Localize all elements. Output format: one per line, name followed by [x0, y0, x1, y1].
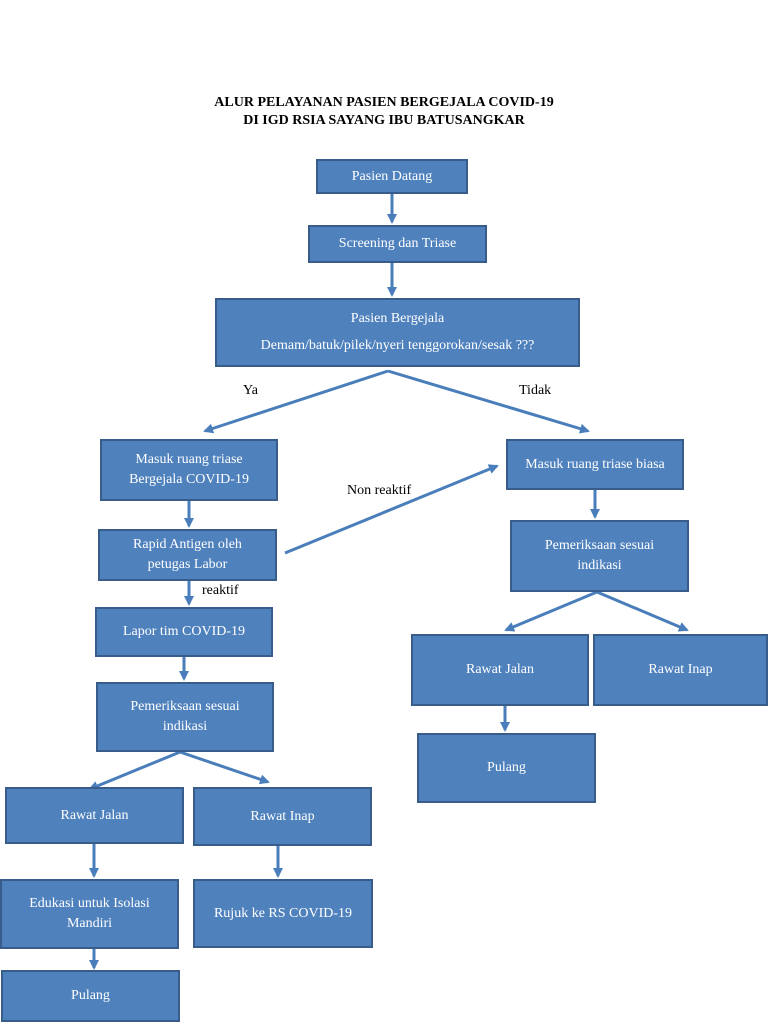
box-pemeriksaan-left-line-1: Pemeriksaan sesuai — [130, 699, 240, 714]
box-pemeriksaan-right-line-2: indikasi — [577, 558, 622, 573]
arrow-periksa-to-rawat-inap-right — [596, 590, 689, 632]
box-rapid-antigen-line-1: Rapid Antigen oleh — [133, 537, 242, 552]
box-pemeriksaan-left: Pemeriksaan sesuai indikasi — [96, 682, 274, 752]
box-pasien-datang: Pasien Datang — [316, 159, 468, 194]
box-pulang-left-label: Pulang — [71, 988, 110, 1003]
box-pasien-bergejala: Pasien Bergejala Demam/batuk/pilek/nyeri… — [215, 298, 580, 367]
diagram-title-line-1: ALUR PELAYANAN PASIEN BERGEJALA COVID-19 — [214, 95, 554, 110]
box-pemeriksaan-right-line-1: Pemeriksaan sesuai — [544, 538, 655, 553]
arrow-periksa-to-rawat-jalan-left — [88, 750, 181, 791]
arrow-periksa-to-rawat-inap-left — [179, 750, 270, 785]
box-rawat-inap-left: Rawat Inap — [193, 787, 372, 846]
box-pulang-left: Pulang — [1, 970, 180, 1022]
label-tidak: Tidak — [519, 383, 552, 398]
box-rujuk-rs: Rujuk ke RS COVID-19 — [193, 879, 373, 948]
box-edukasi-isolasi: Edukasi untuk Isolasi Mandiri — [0, 879, 179, 949]
label-non-reaktif: Non reaktif — [347, 483, 412, 498]
box-pemeriksaan-left-line-2: indikasi — [162, 719, 208, 734]
box-ruang-triase-covid-line-2: Bergejala COVID-19 — [129, 472, 249, 487]
box-lapor-tim-label: Lapor tim COVID-19 — [122, 624, 246, 639]
box-ruang-triase-biasa: Masuk ruang triase biasa — [506, 439, 684, 490]
box-edukasi-isolasi-line-1: Edukasi untuk Isolasi — [29, 896, 150, 911]
arrow-ya-branch — [203, 369, 389, 434]
box-rawat-inap-left-label: Rawat Inap — [250, 808, 315, 824]
box-rawat-inap-right: Rawat Inap — [593, 634, 768, 706]
box-screening-triase-label: Screening dan Triase — [338, 236, 457, 251]
label-reaktif: reaktif — [202, 583, 239, 598]
arrow-tidak-branch — [387, 369, 590, 434]
box-rawat-jalan-right: Rawat Jalan — [411, 634, 589, 706]
box-rapid-antigen-line-2: petugas Labor — [147, 557, 228, 572]
box-pulang-right-label: Pulang — [487, 760, 526, 775]
box-ruang-triase-covid-line-1: Masuk ruang triase — [135, 452, 243, 467]
box-ruang-triase-covid: Masuk ruang triase Bergejala COVID-19 — [100, 439, 278, 501]
box-lapor-tim: Lapor tim COVID-19 — [95, 607, 273, 657]
box-rawat-jalan-left: Rawat Jalan — [5, 787, 184, 844]
arrow-non-reaktif — [284, 464, 499, 555]
label-ya: Ya — [243, 383, 258, 398]
box-pemeriksaan-right: Pemeriksaan sesuai indikasi — [510, 520, 689, 592]
box-rawat-jalan-left-label: Rawat Jalan — [60, 807, 129, 823]
box-rawat-jalan-right-label: Rawat Jalan — [465, 662, 535, 677]
box-edukasi-isolasi-line-2: Mandiri — [66, 916, 113, 931]
box-rapid-antigen: Rapid Antigen oleh petugas Labor — [98, 529, 277, 581]
box-screening-triase: Screening dan Triase — [308, 225, 487, 263]
box-pasien-datang-label: Pasien Datang — [351, 168, 433, 184]
box-pasien-bergejala-detail: Demam/batuk/pilek/nyeri tenggorokan/sesa… — [260, 337, 535, 353]
box-pasien-bergejala-title: Pasien Bergejala — [350, 311, 445, 327]
diagram-title-line-2: DI IGD RSIA SAYANG IBU BATUSANGKAR — [243, 113, 525, 128]
box-ruang-triase-biasa-label: Masuk ruang triase biasa — [525, 456, 665, 472]
box-rawat-inap-right-label: Rawat Inap — [648, 662, 713, 677]
box-rujuk-rs-label: Rujuk ke RS COVID-19 — [213, 905, 353, 921]
arrow-periksa-to-rawat-jalan-right — [504, 590, 598, 632]
box-pulang-right: Pulang — [417, 733, 596, 803]
